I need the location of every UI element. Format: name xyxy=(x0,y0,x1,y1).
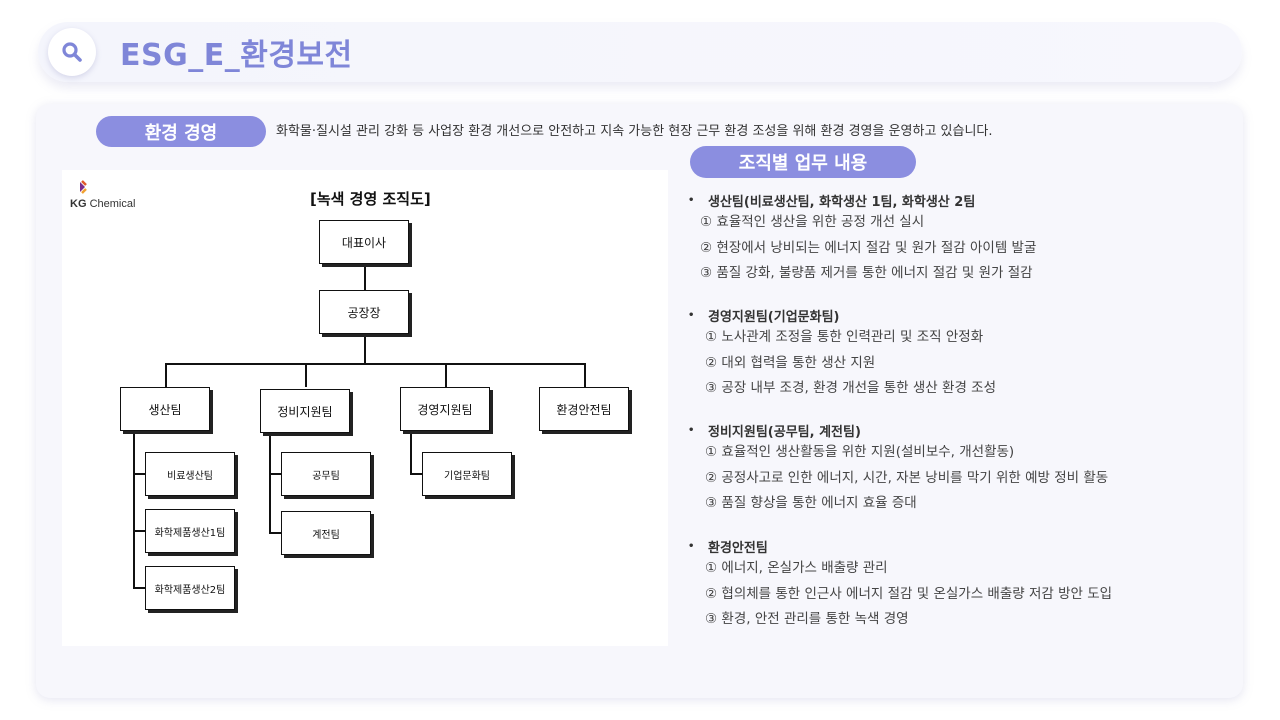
duty-item: ② 현장에서 낭비되는 에너지 절감 및 원가 절감 아이템 발굴 xyxy=(700,239,1037,256)
org-node-plant-manager: 공장장 xyxy=(319,290,409,334)
logo-word: Chemical xyxy=(89,198,136,210)
connector-line xyxy=(269,433,271,533)
duty-section: • 생산팀(비료생산팀, 화학생산 1팀, 화학생산 2팀 ① 효율적인 생산을 … xyxy=(688,190,1248,287)
env-management-description: 화학물·질시설 관리 강화 등 사업장 환경 개선으로 안전하고 지속 가능한 … xyxy=(276,124,993,139)
duty-item: ① 효율적인 생산활동을 위한 지원(설비보수, 개선활동) xyxy=(705,444,1015,460)
duty-section-title-text: 정비지원팀(공무팀, 계전팀) xyxy=(708,424,861,440)
duty-item: ① 효율적인 생산을 위한 공정 개선 실시 xyxy=(700,214,925,230)
connector-line xyxy=(269,473,281,475)
duty-section-title: • 정비지원팀(공무팀, 계전팀) xyxy=(688,420,1248,440)
connector-line xyxy=(165,363,167,387)
bullet: • xyxy=(688,540,695,552)
duty-item: ③ 환경, 안전 관리를 통한 녹색 경영 xyxy=(705,611,909,627)
org-node-team: 생산팀 xyxy=(120,387,210,431)
bullet: • xyxy=(688,424,695,436)
connector-line xyxy=(133,431,135,588)
page-title: ESG_E_환경보전 xyxy=(120,38,353,73)
search-icon xyxy=(62,42,82,62)
duty-section-title: • 환경안전팀 xyxy=(688,536,1248,556)
bullet: • xyxy=(688,309,695,321)
bullet: • xyxy=(688,194,695,206)
duty-item: ① 노사관계 조정을 통한 인력관리 및 조직 안정화 xyxy=(705,329,984,345)
connector-line xyxy=(133,473,145,475)
org-node-team: 환경안전팀 xyxy=(539,387,629,431)
connector-line xyxy=(584,363,586,387)
duty-item: ② 협의체를 통한 인근사 에너지 절감 및 온실가스 배출량 저감 방안 도입 xyxy=(705,585,1113,602)
connector-line xyxy=(269,532,281,534)
duty-item: ③ 품질 향상을 통한 에너지 효율 증대 xyxy=(705,495,917,511)
header-bar xyxy=(38,22,1242,82)
org-chart-title: [녹색 경영 조직도] xyxy=(310,190,431,208)
org-node-subteam: 계전팀 xyxy=(281,511,371,555)
org-node-team: 정비지원팀 xyxy=(260,389,350,433)
duty-section: • 경영지원팀(기업문화팀) ① 노사관계 조정을 통한 인력관리 및 조직 안정… xyxy=(688,305,1248,402)
duty-section-title-text: 생산팀(비료생산팀, 화학생산 1팀, 화학생산 2팀 xyxy=(708,194,976,210)
org-node-ceo: 대표이사 xyxy=(319,220,409,264)
connector-line xyxy=(445,363,447,387)
connector-line xyxy=(410,473,422,475)
connector-line xyxy=(410,431,412,473)
duties-badge: 조직별 업무 내용 xyxy=(690,146,916,178)
duty-item: ③ 공장 내부 조경, 환경 개선을 통한 생산 환경 조성 xyxy=(705,380,996,396)
connector-line xyxy=(133,530,145,532)
duty-section-title: • 생산팀(비료생산팀, 화학생산 1팀, 화학생산 2팀 xyxy=(688,190,1248,210)
org-node-subteam: 비료생산팀 xyxy=(145,452,235,496)
connector-line xyxy=(133,587,145,589)
duty-item: ③ 품질 강화, 불량품 제거를 통한 에너지 절감 및 원가 절감 xyxy=(700,265,1033,281)
org-node-subteam: 화학제품생산2팀 xyxy=(145,566,235,610)
org-node-subteam: 기업문화팀 xyxy=(422,452,512,496)
connector-line xyxy=(364,264,366,290)
env-management-badge: 환경 경영 xyxy=(96,116,266,147)
org-node-subteam: 화학제품생산1팀 xyxy=(145,509,235,553)
duty-section-title-text: 경영지원팀(기업문화팀) xyxy=(708,309,840,325)
duty-section-title: • 경영지원팀(기업문화팀) xyxy=(688,305,1248,325)
duty-section: • 정비지원팀(공무팀, 계전팀) ① 효율적인 생산활동을 위한 지원(설비보수… xyxy=(688,420,1248,517)
search-button[interactable] xyxy=(48,28,96,76)
org-node-team: 경영지원팀 xyxy=(400,387,490,431)
connector-line xyxy=(305,363,307,387)
duty-section: • 환경안전팀 ① 에너지, 온실가스 배출량 관리 ② 협의체를 통한 인근사 … xyxy=(688,536,1248,633)
org-node-subteam: 공무팀 xyxy=(281,452,371,496)
company-logo-text: KG Chemical xyxy=(70,198,135,210)
duty-item: ① 에너지, 온실가스 배출량 관리 xyxy=(705,560,888,576)
logo-brand: KG xyxy=(70,198,87,210)
kg-logo-icon xyxy=(80,180,87,194)
connector-line xyxy=(364,334,366,364)
duty-item: ② 대외 협력을 통한 생산 지원 xyxy=(705,354,876,371)
connector-line xyxy=(165,363,585,365)
duty-item: ② 공정사고로 인한 에너지, 시간, 자본 낭비를 막기 위한 예방 정비 활… xyxy=(705,469,1109,486)
duty-section-title-text: 환경안전팀 xyxy=(708,540,768,556)
